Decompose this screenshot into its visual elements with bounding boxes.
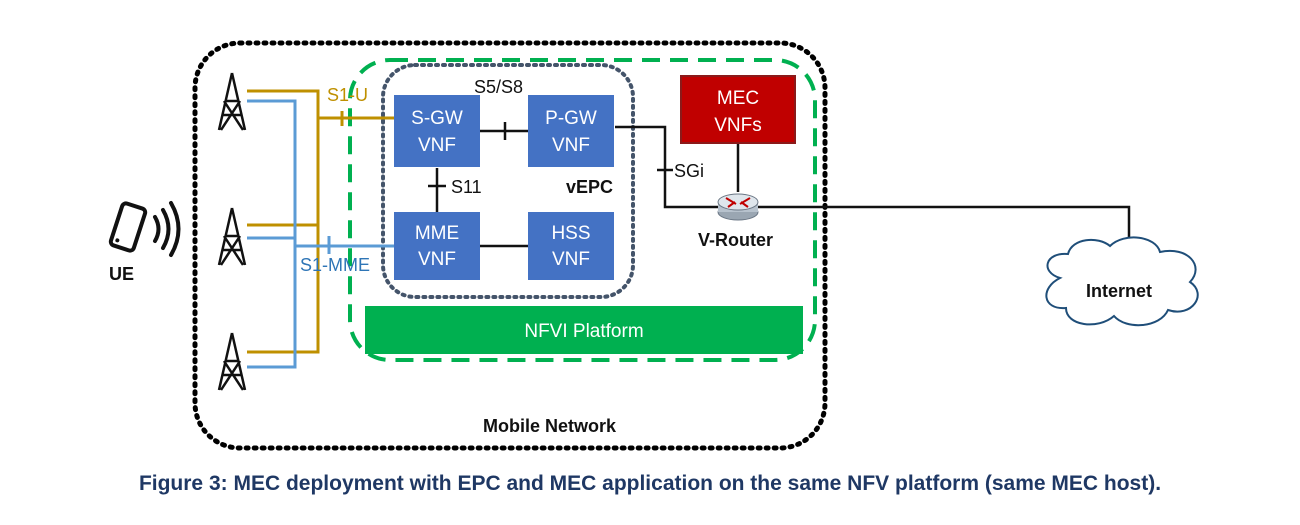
s1mme-label: S1-MME	[300, 255, 370, 275]
vepc-boundary	[381, 63, 635, 299]
s1mme-links	[247, 99, 395, 369]
sgi-label: SGi	[674, 161, 704, 181]
s1u-links	[247, 89, 395, 354]
sgw-vnf-box	[394, 95, 480, 167]
mec-label-line2: VNFs	[714, 115, 762, 136]
ue-label: UE	[109, 264, 134, 284]
nfvi-platform-bar	[365, 306, 803, 354]
phone-icon	[108, 201, 148, 253]
mec-vnfs-box	[680, 75, 796, 144]
s1u-label: S1-U	[327, 85, 368, 105]
internet-label: Internet	[1086, 281, 1152, 301]
mme-label-line1: MME	[415, 223, 459, 244]
mec-label-line1: MEC	[717, 88, 759, 109]
hss-vnf-box	[528, 212, 614, 280]
vepc-label: vEPC	[566, 177, 613, 197]
nfv-platform-boundary	[348, 58, 817, 362]
pgw-label-line1: P-GW	[545, 108, 597, 129]
sgi-link	[615, 125, 738, 209]
figure-caption: Figure 3: MEC deployment with EPC and ME…	[138, 472, 1162, 495]
mme-vnf-box	[394, 212, 480, 280]
cell-tower-icon-3	[217, 332, 247, 391]
s5s8-label: S5/S8	[474, 77, 523, 97]
pgw-label-line2: VNF	[552, 135, 590, 156]
hss-label-line1: HSS	[551, 223, 590, 244]
nfvi-platform-label: NFVI Platform	[524, 321, 643, 342]
s11-label: S11	[451, 177, 482, 197]
sgw-label-line1: S-GW	[411, 108, 463, 129]
sgw-label-line2: VNF	[418, 135, 456, 156]
signal-waves-icon	[153, 201, 181, 257]
mobile-network-boundary	[192, 40, 828, 451]
mec-deployment-diagram: S-GW VNF P-GW VNF MME VNF HSS VNF MEC VN…	[108, 40, 1199, 451]
cell-tower-icon-2	[217, 207, 247, 266]
cell-tower-icon-1	[217, 72, 247, 131]
mme-label-line2: VNF	[418, 249, 456, 270]
v-router-icon	[717, 193, 759, 221]
v-router-label: V-Router	[698, 230, 773, 250]
pgw-vnf-box	[528, 95, 614, 167]
hss-label-line2: VNF	[552, 249, 590, 270]
mobile-network-label: Mobile Network	[483, 416, 617, 436]
internet-cloud-icon	[1045, 236, 1199, 327]
